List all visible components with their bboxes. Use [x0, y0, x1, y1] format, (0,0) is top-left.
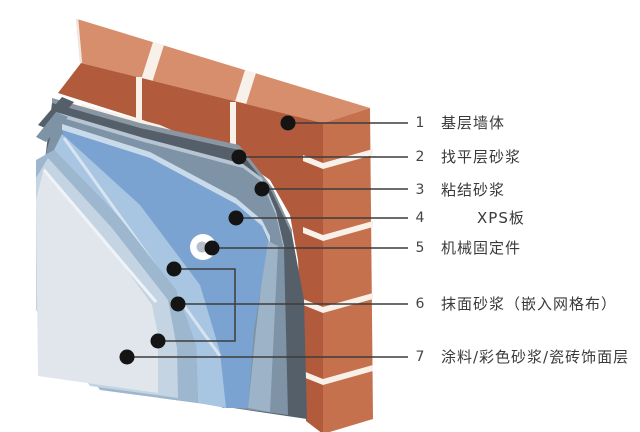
label-row-mechanical-fixing: 5 机械固定件 [410, 238, 521, 258]
label-row-xps-board: 4 XPS板 [410, 208, 525, 228]
label-text: XPS板 [477, 209, 525, 227]
label-number: 4 [415, 210, 425, 226]
finish-coat-graphic [36, 168, 158, 393]
leader-dot-2 [231, 149, 247, 165]
label-text: 抹面砂浆（嵌入网格布） [441, 295, 618, 313]
leader-dot-3 [254, 181, 270, 197]
xps-board-graphic [54, 124, 278, 412]
label-text: 找平层砂浆 [441, 148, 522, 166]
label-number: 6 [415, 296, 425, 312]
label-text: 涂料/彩色砂浆/瓷砖饰面层 [441, 348, 630, 366]
label-text: 基层墙体 [441, 114, 506, 132]
label-row-bonding-mortar: 3 粘结砂浆 [410, 180, 505, 200]
label-row-render-coat: 6 抹面砂浆（嵌入网格布） [410, 294, 617, 314]
label-number: 7 [415, 349, 425, 365]
leader-dot-6b [170, 296, 186, 312]
leader-lines [119, 115, 408, 365]
label-number: 5 [415, 240, 425, 256]
label-row-finish-coat: 7 涂料/彩色砂浆/瓷砖饰面层 [410, 347, 629, 367]
leader-dot-4 [228, 210, 244, 226]
label-text: 机械固定件 [441, 239, 522, 257]
leader-dot-6a [166, 261, 182, 277]
label-row-leveling-mortar: 2 找平层砂浆 [410, 147, 521, 167]
leader-dot-7 [119, 349, 135, 365]
leader-dot-5 [204, 240, 220, 256]
label-number: 1 [415, 115, 425, 131]
label-text: 粘结砂浆 [441, 181, 506, 199]
label-number: 3 [415, 182, 425, 198]
label-row-base-wall: 1 基层墙体 [410, 113, 505, 133]
leader-dot-1 [280, 115, 296, 131]
label-number: 2 [415, 149, 425, 165]
leader-dot-6c [150, 333, 166, 349]
